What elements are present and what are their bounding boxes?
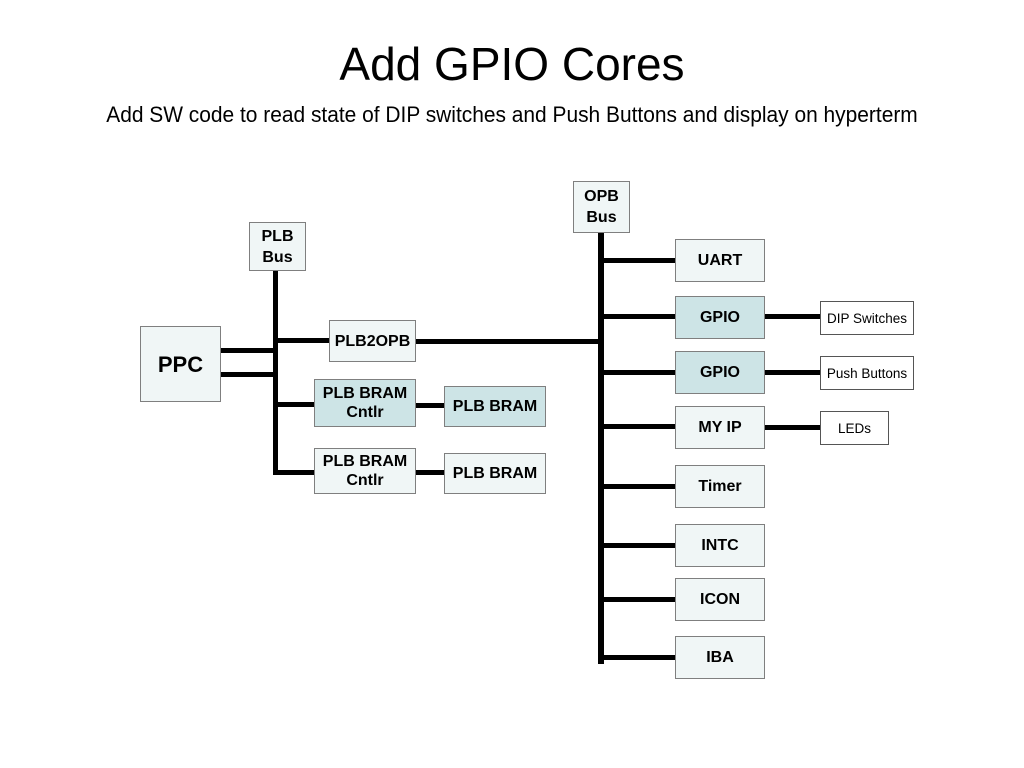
plb-bram-cntlr-1-box: PLB BRAM Cntlr	[314, 379, 416, 427]
opb-iba-link	[598, 655, 676, 660]
myip-leds-link	[764, 425, 821, 430]
plb-bram-1-box: PLB BRAM	[444, 386, 546, 427]
bram-1-link	[414, 403, 445, 408]
bram-2-link	[414, 470, 445, 475]
plb-plb2opb-link	[273, 338, 330, 343]
uart-box: UART	[675, 239, 765, 282]
plb2opb-opb-link	[414, 339, 602, 344]
opb-bus-line	[598, 232, 604, 664]
dip-switches-box: DIP Switches	[820, 301, 914, 335]
opb-timer-link	[598, 484, 676, 489]
opb-uart-link	[598, 258, 676, 263]
intc-box: INTC	[675, 524, 765, 567]
gpio-dip-link	[764, 314, 821, 319]
timer-box: Timer	[675, 465, 765, 508]
plb-bus-line	[273, 268, 278, 475]
ppc-plb-link-top	[221, 348, 276, 353]
opb-gpio-1-link	[598, 314, 676, 319]
icon-box: ICON	[675, 578, 765, 621]
plb-bus-box: PLB Bus	[249, 222, 306, 271]
opb-intc-link	[598, 543, 676, 548]
my-ip-box: MY IP	[675, 406, 765, 449]
iba-box: IBA	[675, 636, 765, 679]
ppc-box: PPC	[140, 326, 221, 402]
opb-bus-box: OPB Bus	[573, 181, 630, 233]
plb-bram-cntlr-2-box: PLB BRAM Cntlr	[314, 448, 416, 494]
opb-gpio-2-link	[598, 370, 676, 375]
plb-bram-cntlr-1-link	[273, 402, 316, 407]
slide-title: Add GPIO Cores	[339, 38, 685, 90]
ppc-plb-link-bottom	[221, 372, 276, 377]
opb-icon-link	[598, 597, 676, 602]
gpio-push-box: GPIO	[675, 351, 765, 394]
push-buttons-box: Push Buttons	[820, 356, 914, 390]
plb2opb-box: PLB2OPB	[329, 320, 416, 362]
opb-myip-link	[598, 424, 676, 429]
slide-subtitle: Add SW code to read state of DIP switche…	[106, 102, 918, 127]
leds-box: LEDs	[820, 411, 889, 445]
gpio-dip-box: GPIO	[675, 296, 765, 339]
gpio-push-link	[764, 370, 821, 375]
plb-bram-2-box: PLB BRAM	[444, 453, 546, 494]
plb-bram-cntlr-2-link	[273, 470, 316, 475]
